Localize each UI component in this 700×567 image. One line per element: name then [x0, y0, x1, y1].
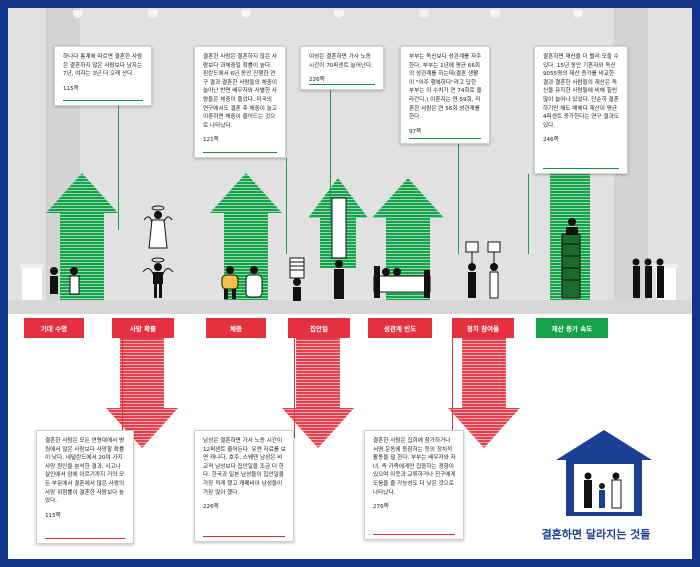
leader-line	[458, 144, 459, 254]
note-text: 하나다 통계에 따르면 결혼한 사람은 결혼하지 않은 사람보다 남자는 7년,…	[63, 54, 143, 78]
note-weight: 결혼한 사람은 결혼하지 않은 사람보다 과체중일 확률이 높다. 핀란드에서 …	[194, 46, 286, 158]
category-band-weight: 체중	[206, 318, 266, 338]
arrow-up-sex-frequency	[372, 178, 444, 300]
category-band-wealth: 재산 증가 속도	[536, 318, 608, 338]
angel-figure-icon	[143, 205, 173, 249]
note-sex-frequency: 부부는 독신보다 성관계를 자주 한다. 부부는 1년에 평균 66회의 성관계…	[400, 46, 490, 144]
note-page-ref: 115쪽	[45, 512, 61, 519]
angel-figure-icon	[142, 257, 174, 298]
family-icon	[584, 472, 622, 509]
spotlight-icon	[490, 10, 500, 18]
note-text: 여성은 결혼하면 가사 노동 시간이 70퍼센트 늘어난다.	[309, 54, 373, 69]
note-page-ref: 246쪽	[543, 137, 559, 144]
infographic-frame: 기대 수명 사망 확률 체중 집안일 성관계 빈도 정치 참여율 재산 증가 속…	[8, 8, 692, 559]
arrow-down-political	[448, 330, 520, 448]
protest-sign-icon	[465, 241, 501, 299]
note-text: 결혼한 사람은 집회에 참가하거나 서명 운동에 동참하는 등의 정치적 활동을…	[373, 438, 456, 496]
page-title: 결혼하면 달라지는 것들	[541, 528, 651, 541]
money-stack-icon	[561, 218, 581, 299]
note-page-ref: 115쪽	[63, 85, 79, 92]
note-political: 결혼한 사람은 집회에 참가하거나 서명 운동에 동참하는 등의 정치적 활동을…	[364, 430, 464, 540]
note-page-ref: 276쪽	[373, 504, 389, 511]
note-text: 부부는 독신보다 성관계를 자주 한다. 부부는 1년에 평균 66회의 성관계…	[409, 54, 482, 121]
category-band-political: 정치 참여율	[452, 318, 514, 338]
leader-line	[118, 106, 119, 230]
note-page-ref: 97쪽	[409, 128, 422, 135]
audience-figure-icon	[632, 258, 664, 298]
note-page-ref: 226쪽	[309, 77, 325, 84]
note-text: 결혼한 사람은 모든 연령대에서 병원에서 많은 사람보다 사망할 확률이 낮다…	[45, 438, 125, 505]
leader-line	[294, 338, 295, 438]
note-housework-women: 여성은 결혼하면 가사 노동 시간이 70퍼센트 늘어난다. 226쪽	[300, 46, 384, 90]
spotlight-icon	[573, 10, 583, 18]
category-band-mortality: 사망 확률	[112, 318, 174, 338]
note-wealth: 결혼하면 재산을 더 빨리 모을 수 있다. 15년 동안 기혼자와 독신 90…	[534, 46, 628, 174]
note-life-expectancy: 하나다 통계에 따르면 결혼한 사람은 결혼하지 않은 사람보다 남자는 7년,…	[54, 46, 152, 106]
leader-line	[528, 174, 529, 254]
category-band-housework: 집안일	[288, 318, 350, 338]
note-mortality: 결혼한 사람은 모든 연령대에서 병원에서 많은 사람보다 사망할 확률이 낮다…	[36, 430, 134, 544]
category-band-sex-frequency: 성관계 빈도	[368, 318, 432, 338]
gallery-floor	[8, 300, 692, 314]
spotlight-icon	[73, 10, 83, 18]
couple-figure-icon	[50, 267, 80, 295]
note-housework-men: 남성은 결혼하면 가사 노동 시간이 12퍼센트 줄어든다. 유엔 자료를 보면…	[194, 430, 294, 542]
arrow-up-life-expectancy	[46, 173, 118, 300]
note-page-ref: 121쪽	[203, 137, 219, 144]
category-band-life-expectancy: 기대 수명	[24, 318, 84, 338]
arrow-down-mortality	[106, 330, 178, 448]
spotlight-icon	[419, 10, 429, 18]
spotlight-icon	[148, 10, 158, 18]
note-text: 결혼한 사람은 결혼하지 않은 사람보다 과체중일 확률이 높다. 핀란드에서 …	[203, 54, 278, 129]
column-icon	[20, 264, 44, 300]
arrow-down-housework	[282, 330, 354, 448]
leader-line	[452, 338, 453, 438]
leader-line	[286, 158, 287, 254]
spotlight-icon	[334, 10, 344, 18]
leader-line	[122, 338, 123, 436]
note-text: 결혼하면 재산을 더 빨리 모을 수 있다. 15년 동안 기혼자와 독신 90…	[543, 54, 619, 129]
arrow-graphics	[20, 108, 678, 516]
spotlight-icon	[241, 10, 251, 18]
bed-icon	[373, 266, 431, 298]
housework-figure-icon	[289, 197, 347, 301]
note-page-ref: 226쪽	[203, 504, 219, 511]
note-text: 남성은 결혼하면 가사 노동 시간이 12퍼센트 줄어든다. 유엔 자료를 보면…	[203, 438, 286, 496]
couple-figure-icon	[221, 266, 263, 299]
leader-line	[330, 88, 331, 226]
